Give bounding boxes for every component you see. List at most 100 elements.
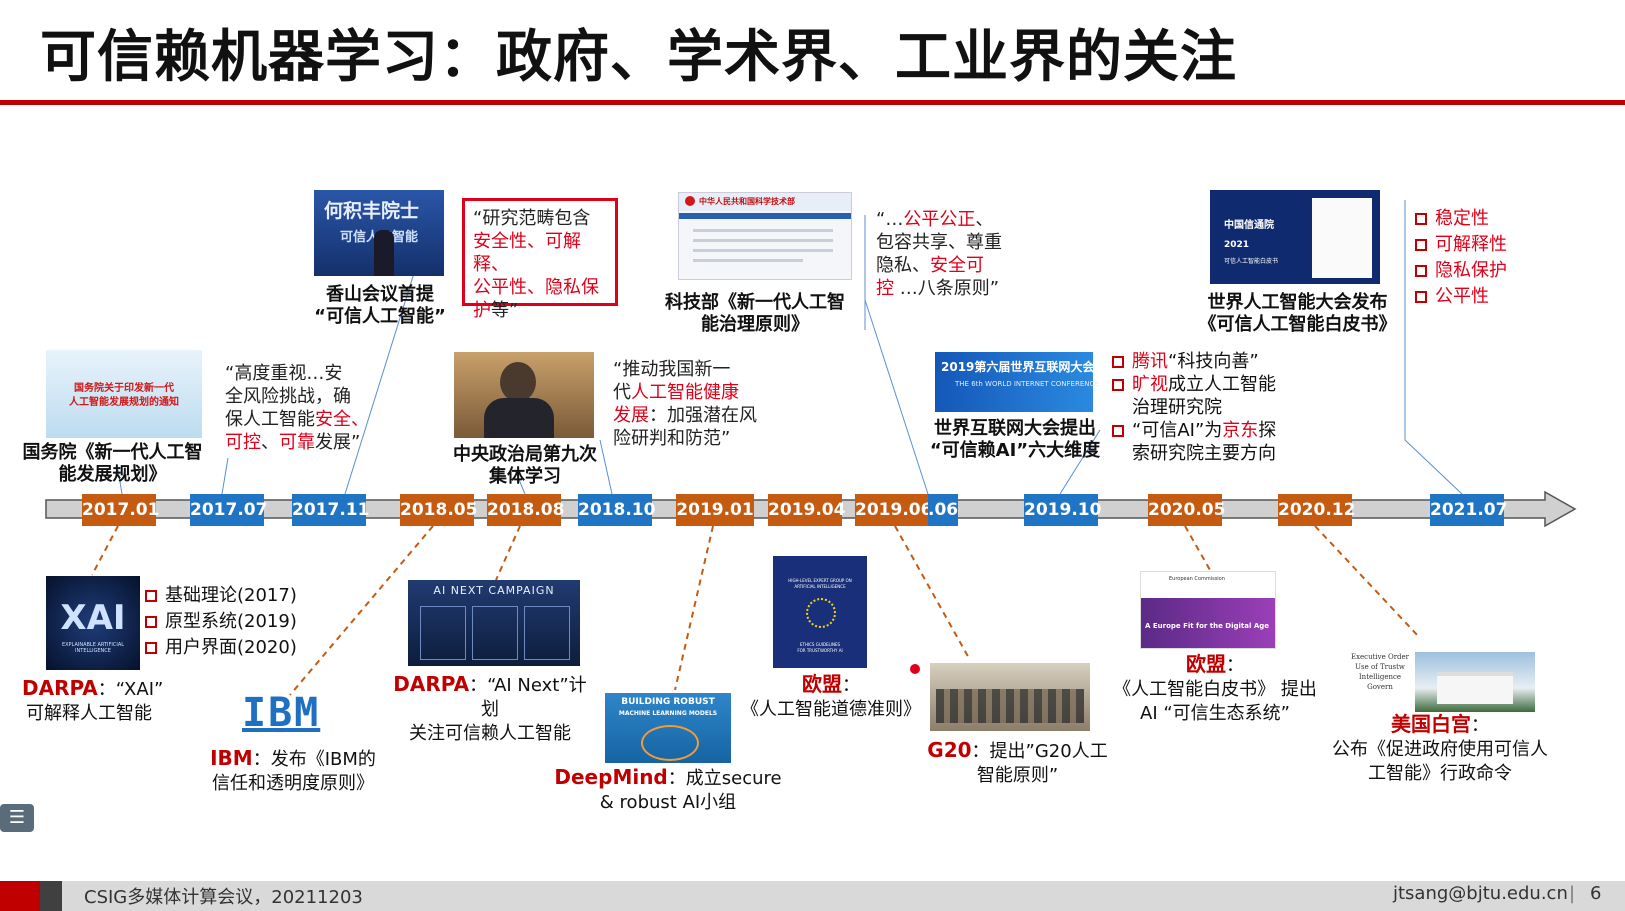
highlight-quote-box: “研究范畴包含 安全性、可解释、 公平性、隐私保 护等”	[462, 198, 618, 321]
image-caption: EXPLAINABLE ARTIFICIAL INTELLIGENCE	[61, 642, 125, 654]
date-label: 2018.10	[578, 494, 655, 526]
date-label: .06	[928, 494, 958, 526]
list-item: 隐私保护	[1415, 258, 1535, 284]
event-deepmind: DeepMind：成立secure & robust AI小组	[548, 765, 788, 815]
quote-text: “…	[876, 209, 904, 230]
event-label: “可信人工智能”	[314, 306, 446, 327]
page-number: 6	[1590, 883, 1602, 904]
quote-highlight: 安全可	[930, 255, 984, 276]
image-caption: MACHINE LEARNING MODELS	[618, 710, 718, 717]
event-text: 工智能》行政命令	[1368, 763, 1512, 784]
image-caption: THE 6th WORLD INTERNET CONFERENCE	[955, 380, 1099, 388]
event-text: 可解释人工智能	[26, 703, 152, 724]
event-wic: 世界互联网大会提出 “可信赖AI”六大维度	[915, 418, 1115, 462]
org-name: 欧盟	[1186, 652, 1226, 676]
image-caption: FOR TRUSTWORTHY AI	[797, 648, 843, 653]
event-text: AI “可信生态系统”	[1140, 703, 1290, 724]
event-state-council: 国务院《新一代人工智 能发展规划》	[10, 442, 215, 486]
quote-text: 隐私、	[876, 255, 930, 276]
image-caption: 中国信通院	[1224, 220, 1274, 231]
state-council-image: 国务院关于印发新一代 人工智能发展规划的通知	[46, 350, 202, 438]
event-eu-ethics: 欧盟： 《人工智能道德准则》	[736, 672, 926, 722]
image-caption: European Commission	[1169, 576, 1225, 582]
footer-separator: |	[1569, 883, 1576, 904]
list-item: 腾讯“科技向善”	[1112, 350, 1302, 373]
org-name: DARPA	[22, 676, 98, 700]
quote-text: “推动我国新一	[613, 359, 731, 380]
waic-image: 中国信通院 2021 可信人工智能白皮书	[1210, 190, 1380, 284]
event-text: ：成立secure	[667, 768, 782, 789]
quote-text: 全风险挑战，确	[225, 386, 351, 407]
eu-ethics-image: HIGH-LEVEL EXPERT GROUP ON ARTIFICIAL IN…	[773, 556, 867, 668]
quote-2017-07: “高度重视…安 全风险挑战，确 保人工智能安全、 可控、可靠发展”	[225, 362, 385, 454]
event-label: 世界人工智能大会发布	[1207, 292, 1388, 313]
event-label: 科技部《新一代人工智	[665, 292, 845, 313]
event-label: 集体学习	[489, 466, 561, 487]
footer-bar	[0, 881, 1625, 911]
eu-whitepaper-image: European Commission A Europe Fit for the…	[1140, 571, 1276, 649]
footer-text: CSIG多媒体计算会议，20211203	[84, 887, 363, 908]
image-caption: Executive Order	[1350, 653, 1410, 661]
event-whitehouse: 美国白宫： 公布《促进政府使用可信人 工智能》行政命令	[1320, 712, 1560, 786]
org-name: G20	[927, 738, 972, 762]
quote-text: 代	[613, 382, 631, 403]
image-caption: HIGH-LEVEL EXPERT GROUP ON	[788, 578, 852, 583]
image-caption: 国务院关于印发新一代	[74, 383, 174, 394]
waic-list: 稳定性 可解释性 隐私保护 公平性	[1415, 206, 1535, 310]
footer-accent-dark	[40, 881, 62, 911]
event-text: 《人工智能白皮书》 提出	[1113, 679, 1317, 700]
date-label: 2019.10	[1024, 494, 1101, 526]
most-image: 中华人民共和国科学技术部	[678, 192, 852, 280]
g20-image	[930, 663, 1090, 731]
quote-highlight: 安全、	[315, 409, 369, 430]
image-caption: A Europe Fit for the Digital Age	[1145, 622, 1270, 630]
event-text: 《人工智能道德准则》	[741, 699, 921, 720]
ibm-logo: IBM	[242, 690, 321, 736]
quote-highlight: 公平公正	[903, 209, 976, 230]
org-name: DeepMind	[554, 765, 668, 789]
quote-2018-10: “推动我国新一 代人工智能健康 发展：加强潜在风 险研判和防范”	[613, 358, 773, 450]
list-item: 用户界面(2020)	[145, 635, 305, 661]
event-text: ：“AI Next”计划	[469, 675, 587, 720]
image-caption: BUILDING ROBUST	[621, 697, 715, 707]
event-most: 科技部《新一代人工智 能治理原则》	[650, 292, 860, 336]
date-label: 2017.11	[292, 494, 369, 526]
event-text: & robust AI小组	[599, 792, 737, 813]
industry-list: 腾讯“科技向善” 旷视成立人工智能 治理研究院 “可信AI”为京东探 索研究院主…	[1112, 350, 1302, 465]
list-item: 原型系统(2019)	[145, 609, 305, 635]
date-label: 2019.06	[855, 494, 932, 526]
quote-text: 、	[261, 432, 279, 453]
list-icon[interactable]: ☰	[0, 804, 34, 832]
event-text: 公布《促进政府使用可信人	[1332, 739, 1548, 760]
org-name: DARPA	[393, 672, 470, 696]
image-caption: 人工智能发展规划的通知	[69, 397, 179, 408]
pointer-dot	[910, 664, 920, 674]
quote-text: ：加强潜在风	[649, 405, 757, 426]
quote-text: 险研判和防范”	[613, 428, 731, 449]
deepmind-image: BUILDING ROBUST MACHINE LEARNING MODELS	[605, 693, 731, 763]
list-item-cont: 治理研究院	[1132, 397, 1222, 418]
quote-highlight: 可靠	[279, 432, 315, 453]
quote-highlight: 发展	[613, 405, 649, 426]
quote-text: “高度重视…安	[225, 363, 343, 384]
image-caption: ETHICS GUIDELINES	[799, 642, 841, 647]
event-label: 香山会议首提	[326, 284, 434, 305]
event-text: ：提出”G20人工	[971, 741, 1108, 762]
quote-highlight: 护	[473, 300, 491, 321]
image-caption: 何积丰院士	[324, 200, 420, 222]
image-caption: AI NEXT CAMPAIGN	[433, 584, 555, 597]
footer-email: jtsang@bjtu.edu.cn	[1393, 883, 1568, 904]
image-caption: ARTIFICIAL INTELLIGENCE	[794, 584, 846, 589]
image-caption: 中华人民共和国科学技术部	[699, 197, 795, 206]
list-item: 稳定性	[1415, 206, 1535, 232]
date-label: 2019.04	[768, 494, 845, 526]
org-name: 欧盟	[802, 672, 842, 696]
image-caption: Govern	[1367, 683, 1393, 691]
quote-text: …八条原则”	[894, 278, 1000, 299]
event-label: “可信赖AI”六大维度	[929, 440, 1101, 461]
event-label: 能治理原则》	[701, 314, 809, 335]
event-politburo: 中央政治局第九次 集体学习	[440, 444, 610, 488]
date-label: 2020.05	[1148, 494, 1225, 526]
date-label: 2018.05	[400, 494, 477, 526]
date-label: 2021.07	[1430, 494, 1507, 526]
